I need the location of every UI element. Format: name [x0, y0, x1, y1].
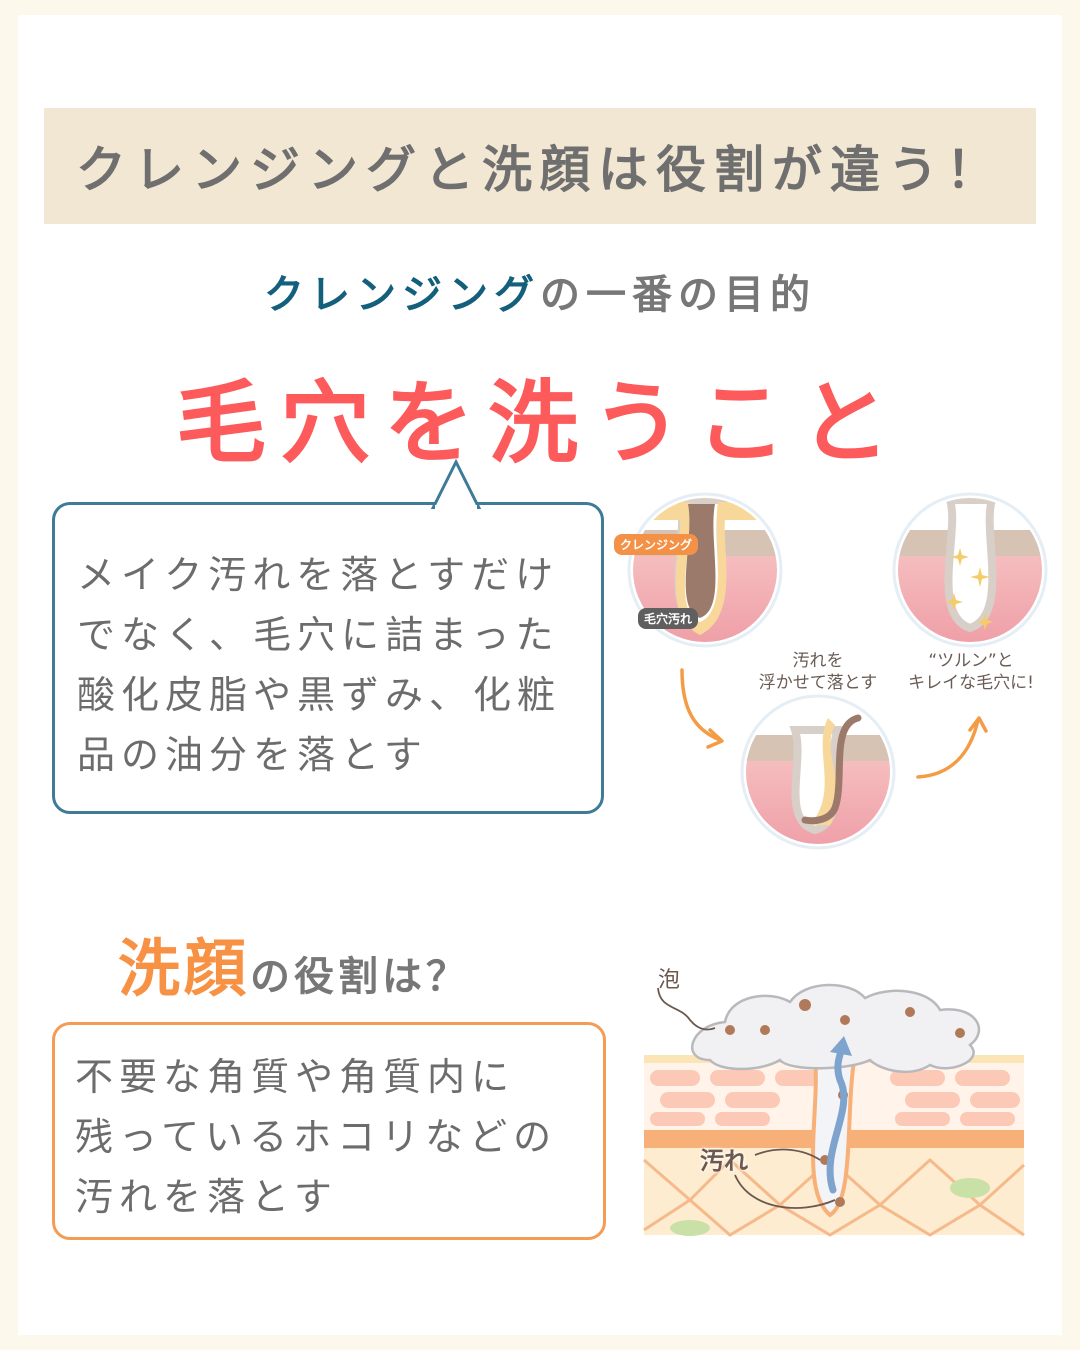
bubble-line: メイク汚れを落とすだけ — [77, 553, 560, 597]
tag-cleansing: クレンジング — [614, 534, 699, 555]
bubble-line: 品の油分を落とす — [77, 733, 428, 777]
title-banner: クレンジングと洗顔は役割が違う！ — [44, 108, 1036, 224]
box-line: 残っているホコリなどの — [75, 1115, 558, 1159]
banner-title: クレンジングと洗顔は役割が違う！ — [76, 141, 1004, 199]
label-dirt: 汚れ — [700, 1147, 748, 1175]
face-wash-accent: 洗顔 — [118, 932, 251, 1005]
headline: 毛穴を洗うこと — [176, 371, 904, 476]
step3-label: “ツルン”と キレイな毛穴に! — [908, 651, 1034, 693]
subtitle-rest: の一番の目的 — [540, 272, 816, 318]
face-wash-heading: 洗顔の役割は？ — [118, 918, 470, 1008]
bubble-line: 酸化皮脂や黒ずみ、化粧 — [77, 673, 562, 717]
face-wash-box: 不要な角質や角質内に 残っているホコリなどの 汚れを落とす — [52, 1022, 606, 1240]
bubble-line: でなく、毛穴に詰まった — [77, 613, 560, 657]
pore-cleansing-diagram: クレンジング 毛穴汚れ 汚れを 浮かせて落とす “ツルン”と キレイな毛穴に! — [600, 490, 1060, 850]
upward-arrow-icon — [826, 1041, 848, 1194]
bubble-text: メイク汚れを落とすだけ でなく、毛穴に詰まった 酸化皮脂や黒ずみ、化粧 品の油分… — [77, 545, 561, 785]
box-line: 汚れを落とす — [75, 1175, 338, 1219]
sparkle-icon — [945, 548, 993, 630]
arrow-icon — [916, 718, 980, 779]
step2-label: 汚れを 浮かせて落とす — [758, 651, 878, 693]
cleansing-subtitle: クレンジングの一番の目的 — [0, 262, 1080, 320]
speech-bubble: メイク汚れを落とすだけ でなく、毛穴に詰まった 酸化皮脂や黒ずみ、化粧 品の油分… — [52, 459, 604, 814]
foam-skin-diagram: 泡 汚れ — [630, 960, 1030, 1240]
arrow-icon — [680, 668, 722, 742]
label-foam: 泡 — [658, 968, 681, 993]
face-wash-text: 不要な角質や角質内に 残っているホコリなどの 汚れを落とす — [75, 1047, 557, 1227]
box-line: 不要な角質や角質内に — [75, 1055, 516, 1099]
bubble-tail — [431, 459, 481, 509]
foam-illustration — [643, 983, 1026, 1237]
tag-pore-dirt: 毛穴汚れ — [638, 608, 699, 629]
subtitle-accent: クレンジング — [264, 272, 540, 318]
face-wash-heading-rest: の役割は？ — [250, 954, 471, 1000]
pore-illustration — [627, 492, 1048, 850]
